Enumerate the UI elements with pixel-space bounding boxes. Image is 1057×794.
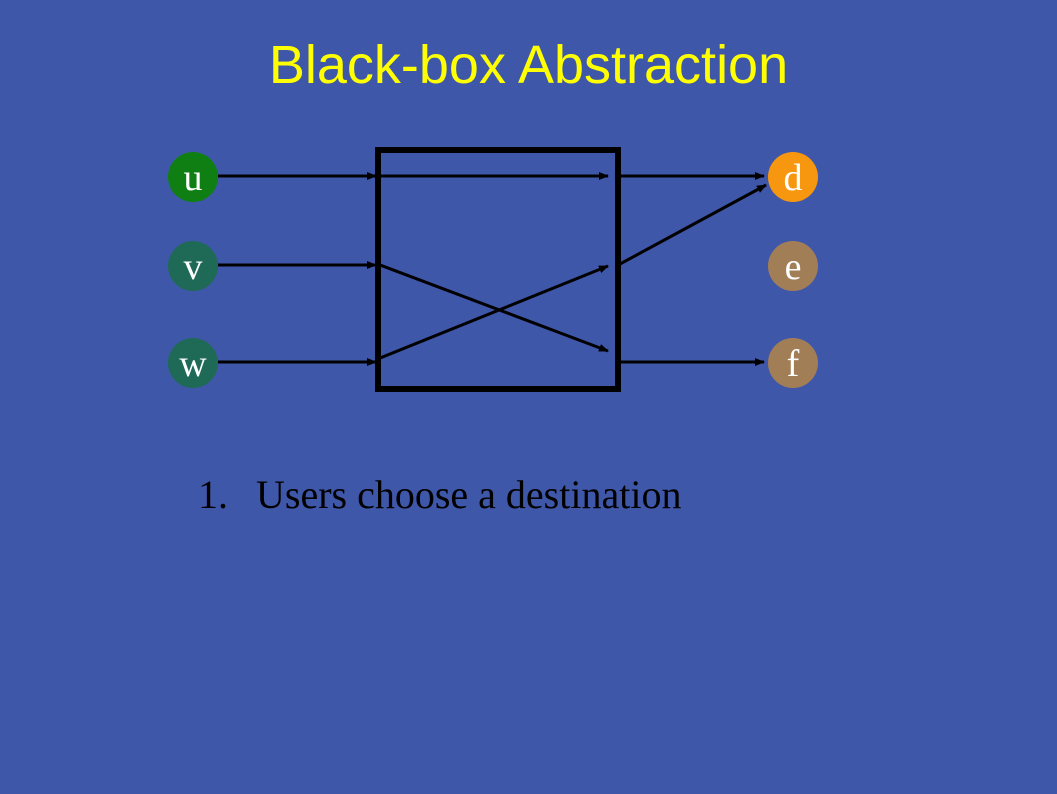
edge-internal-v-f bbox=[379, 263, 609, 353]
node-v-label: v bbox=[184, 246, 203, 288]
slide-title: Black-box Abstraction bbox=[268, 35, 789, 95]
node-w-label: w bbox=[179, 343, 207, 385]
node-f-label: f bbox=[787, 343, 800, 385]
node-e-label: e bbox=[785, 246, 802, 288]
edge-internal-w-d bbox=[379, 264, 609, 360]
bullet-item: 1. Users choose a destination bbox=[198, 470, 681, 520]
node-d-label: d bbox=[784, 157, 803, 199]
node-f: f bbox=[768, 338, 818, 388]
node-u: u bbox=[168, 152, 218, 202]
node-u-label: u bbox=[184, 157, 203, 199]
node-d: d bbox=[768, 152, 818, 202]
node-e: e bbox=[768, 241, 818, 291]
node-w: w bbox=[168, 338, 218, 388]
edge-d-out-diag bbox=[619, 183, 767, 266]
bullet-text: Users choose a destination bbox=[256, 472, 682, 517]
node-v: v bbox=[168, 241, 218, 291]
bullet-number: 1. bbox=[198, 472, 228, 517]
black-box bbox=[375, 147, 621, 392]
